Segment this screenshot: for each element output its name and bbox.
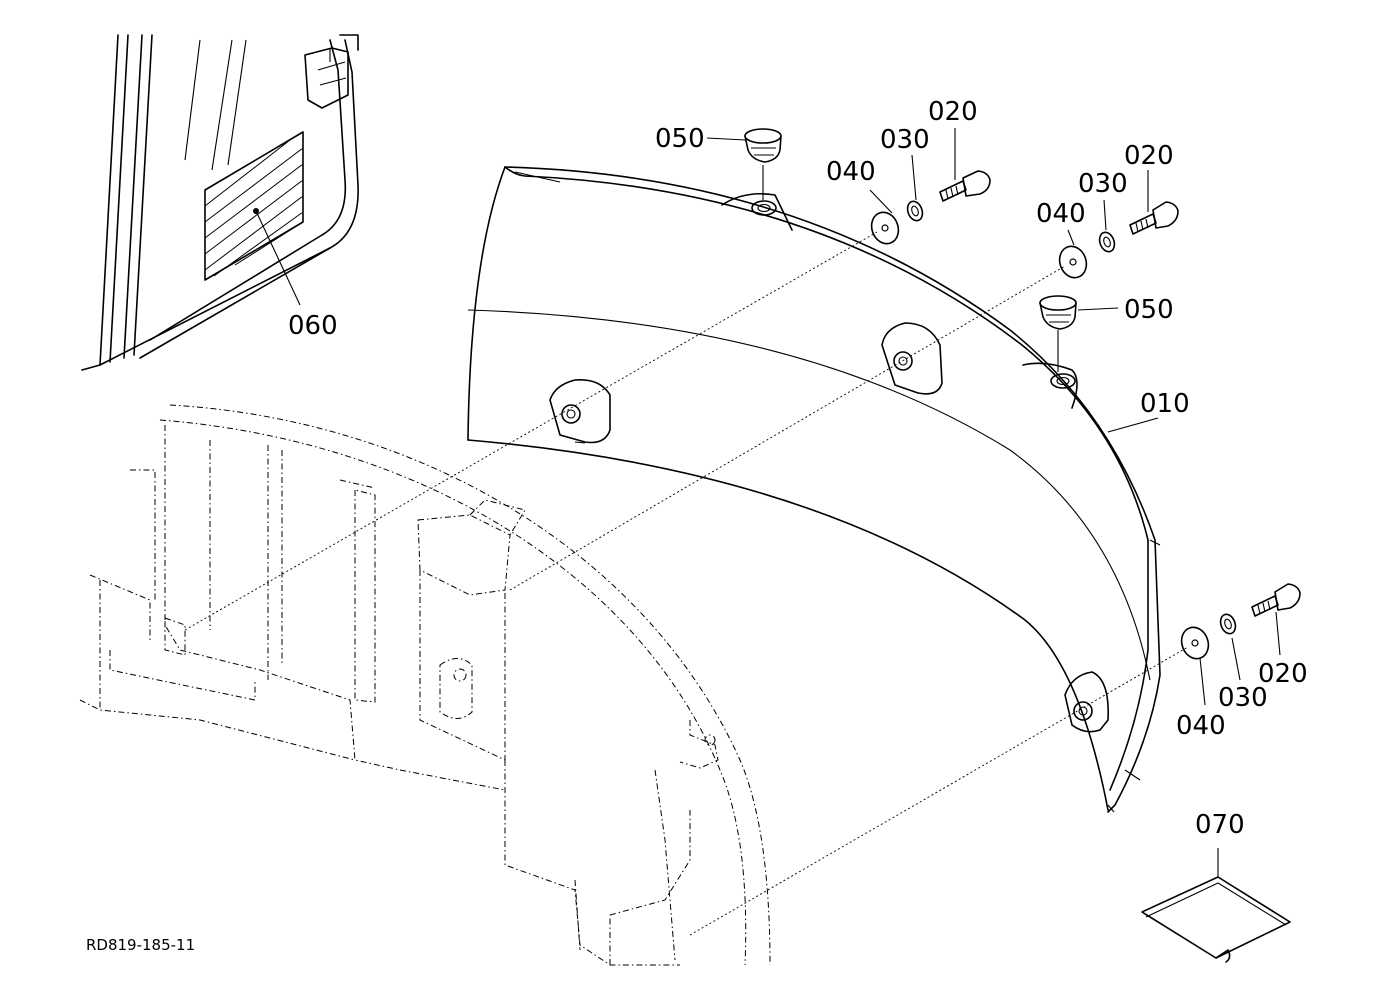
label-030-left: 030 [880, 125, 930, 155]
packet-070 [1141, 848, 1291, 963]
label-020-left: 020 [928, 97, 978, 127]
label-030-lower: 030 [1218, 683, 1268, 713]
fastener-set-3 [1180, 583, 1301, 660]
label-050-top: 050 [655, 124, 705, 154]
label-020-right: 020 [1124, 141, 1174, 171]
counterweight-body [79, 404, 771, 966]
cover-010 [467, 166, 1161, 813]
label-050-right: 050 [1124, 295, 1174, 325]
leader-lines [184, 128, 1281, 936]
plug-050-right [1039, 295, 1077, 330]
label-040-right: 040 [1036, 199, 1086, 229]
label-040-left: 040 [826, 157, 876, 187]
plug-050-top [744, 128, 782, 163]
fastener-set-1 [870, 170, 991, 245]
label-010: 010 [1140, 389, 1190, 419]
label-030-right: 030 [1078, 169, 1128, 199]
drawing-code: RD819-185-11 [86, 936, 195, 954]
label-020-lower: 020 [1258, 659, 1308, 689]
label-040-lower: 040 [1176, 711, 1226, 741]
label-060: 060 [288, 311, 338, 341]
label-070: 070 [1195, 810, 1245, 840]
fastener-set-2 [1058, 201, 1179, 279]
cab-window [81, 34, 359, 371]
decal-060 [204, 131, 304, 306]
